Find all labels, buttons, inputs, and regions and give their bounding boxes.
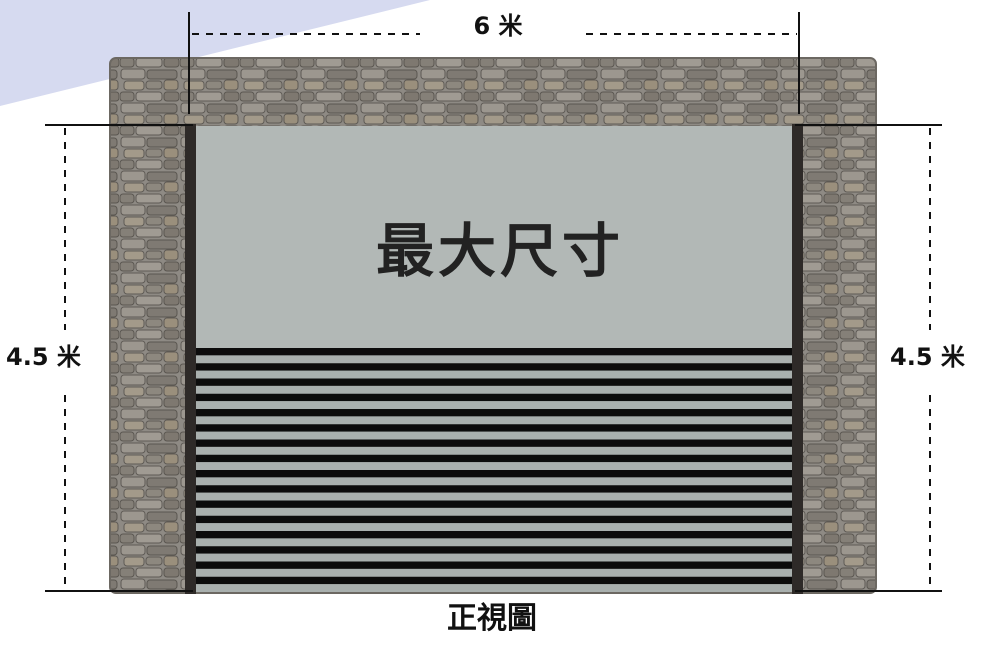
door-slat: [193, 439, 795, 447]
corner-accent-shape: [0, 0, 430, 106]
width-dimension-label: 6 米: [473, 12, 523, 40]
door-slat: [193, 485, 795, 493]
door-slat: [193, 378, 795, 386]
door-slats: [193, 348, 795, 585]
door-slat: [193, 561, 795, 569]
door-slat: [193, 531, 795, 539]
left-door-post: [185, 124, 196, 594]
height-dimension-label-right: 4.5 米: [890, 343, 965, 371]
door-slat: [193, 546, 795, 554]
right-door-post: [792, 124, 803, 594]
door-slat: [193, 363, 795, 371]
door-slat: [193, 424, 795, 432]
door-slat: [193, 576, 795, 585]
view-caption: 正視圖: [447, 601, 537, 636]
door-panel-upper-shade: [193, 126, 795, 348]
door-slat: [193, 470, 795, 478]
door-slat: [193, 393, 795, 402]
height-dimension-label-left: 4.5 米: [6, 343, 81, 371]
door-title: 最大尺寸: [375, 217, 624, 285]
door-slat: [193, 500, 795, 508]
door-slat: [193, 348, 795, 356]
door-slat: [193, 515, 795, 524]
door-slat: [193, 454, 795, 463]
door-slat: [193, 409, 795, 417]
